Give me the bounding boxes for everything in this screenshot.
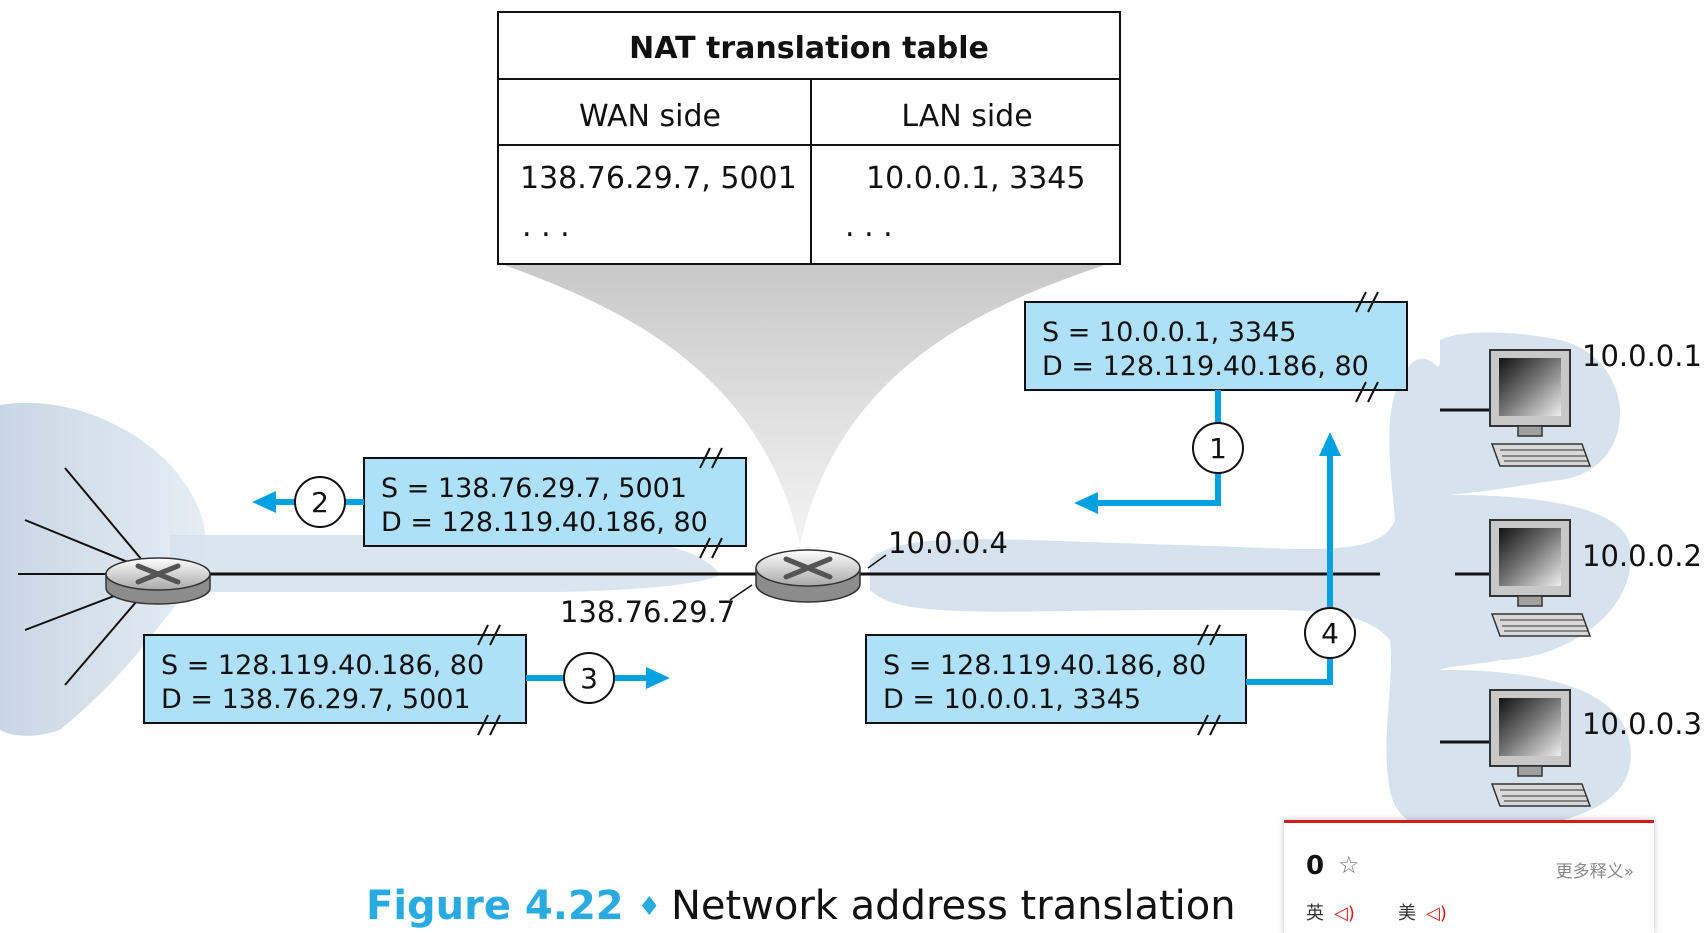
packet-1-source: S = 10.0.0.1, 3345 [1042,317,1296,348]
step-3-number: 3 [580,662,598,695]
packet-4: S = 128.119.40.186, 80 D = 10.0.0.1, 334… [865,624,1247,736]
router-wan-address: 138.76.29.7 [560,595,735,629]
packet-1-destination: D = 128.119.40.186, 80 [1042,351,1369,382]
packet-3: S = 128.119.40.186, 80 D = 138.76.29.7, … [143,624,527,736]
uk-label: 英 [1306,903,1324,924]
table-funnel [496,262,1114,545]
arrow-3-head [646,667,670,689]
nat-table-lan-entry: 10.0.0.1, 3345 [866,161,1085,196]
nat-table-lan-ellipsis: . . . [845,209,893,244]
packet-4-source: S = 128.119.40.186, 80 [883,650,1206,681]
packet-2-source: S = 138.76.29.7, 5001 [381,473,687,504]
nat-translation-table: NAT translation table WAN side LAN side … [497,11,1121,265]
nat-table-wan-entry: 138.76.29.7, 5001 [520,161,797,196]
us-pronunciation[interactable]: 美 ◁) [1398,899,1447,925]
nat-table-header-lan: LAN side [901,99,1032,134]
step-3-marker: 3 [563,652,615,704]
nat-table-wan-ellipsis: . . . [522,209,570,244]
dictionary-word: 0 [1306,851,1325,881]
packet-4-destination: D = 10.0.0.1, 3345 [883,684,1141,715]
star-icon[interactable]: ☆ [1338,851,1360,879]
host-1-address: 10.0.0.1 [1582,339,1702,373]
step-4-number: 4 [1321,617,1339,650]
edge-router [105,557,211,605]
packet-3-source: S = 128.119.40.186, 80 [161,650,484,681]
speaker-icon[interactable]: ◁) [1334,903,1355,924]
step-4-marker: 4 [1304,607,1356,659]
arrow-4 [1246,448,1333,685]
nat-router [755,549,861,603]
nat-table-title: NAT translation table [629,31,989,66]
dictionary-popup: 0 ☆ 更多释义» 英 ◁) 美 ◁) [1284,820,1654,933]
step-2-number: 2 [311,486,329,519]
host-2-computer-icon [1489,519,1592,637]
uk-pronunciation[interactable]: 英 ◁) [1306,899,1355,925]
host-3-computer-icon [1489,689,1592,807]
lan-cloud [870,332,1631,835]
arrow-4-head [1319,432,1341,456]
us-label: 美 [1398,903,1416,924]
host-2-address: 10.0.0.2 [1582,539,1702,573]
figure-number: Figure 4.22 [366,883,624,929]
more-definitions-link[interactable]: 更多释义» [1555,862,1634,882]
wan-link-shadow [170,535,720,592]
nat-table-header-wan: WAN side [579,99,721,134]
arrow-1-head [1074,492,1098,514]
diamond-icon: ♦ [637,892,661,922]
host-1-computer-icon [1489,349,1592,467]
router-lan-address: 10.0.0.4 [888,526,1008,560]
step-1-number: 1 [1209,432,1227,465]
step-1-marker: 1 [1192,422,1244,474]
packet-2: S = 138.76.29.7, 5001 D = 128.119.40.186… [363,447,747,559]
packet-1: S = 10.0.0.1, 3345 D = 128.119.40.186, 8… [1024,291,1408,403]
figure-title: Network address translation [670,883,1236,929]
host-3-address: 10.0.0.3 [1582,707,1702,741]
packet-2-destination: D = 128.119.40.186, 80 [381,507,708,538]
internet-cloud [0,402,206,736]
figure-caption: Figure 4.22 ♦ Network address translation [366,880,1236,933]
speaker-icon[interactable]: ◁) [1426,903,1447,924]
arrow-2-head [252,491,276,513]
packet-3-destination: D = 138.76.29.7, 5001 [161,684,471,715]
step-2-marker: 2 [294,476,346,528]
